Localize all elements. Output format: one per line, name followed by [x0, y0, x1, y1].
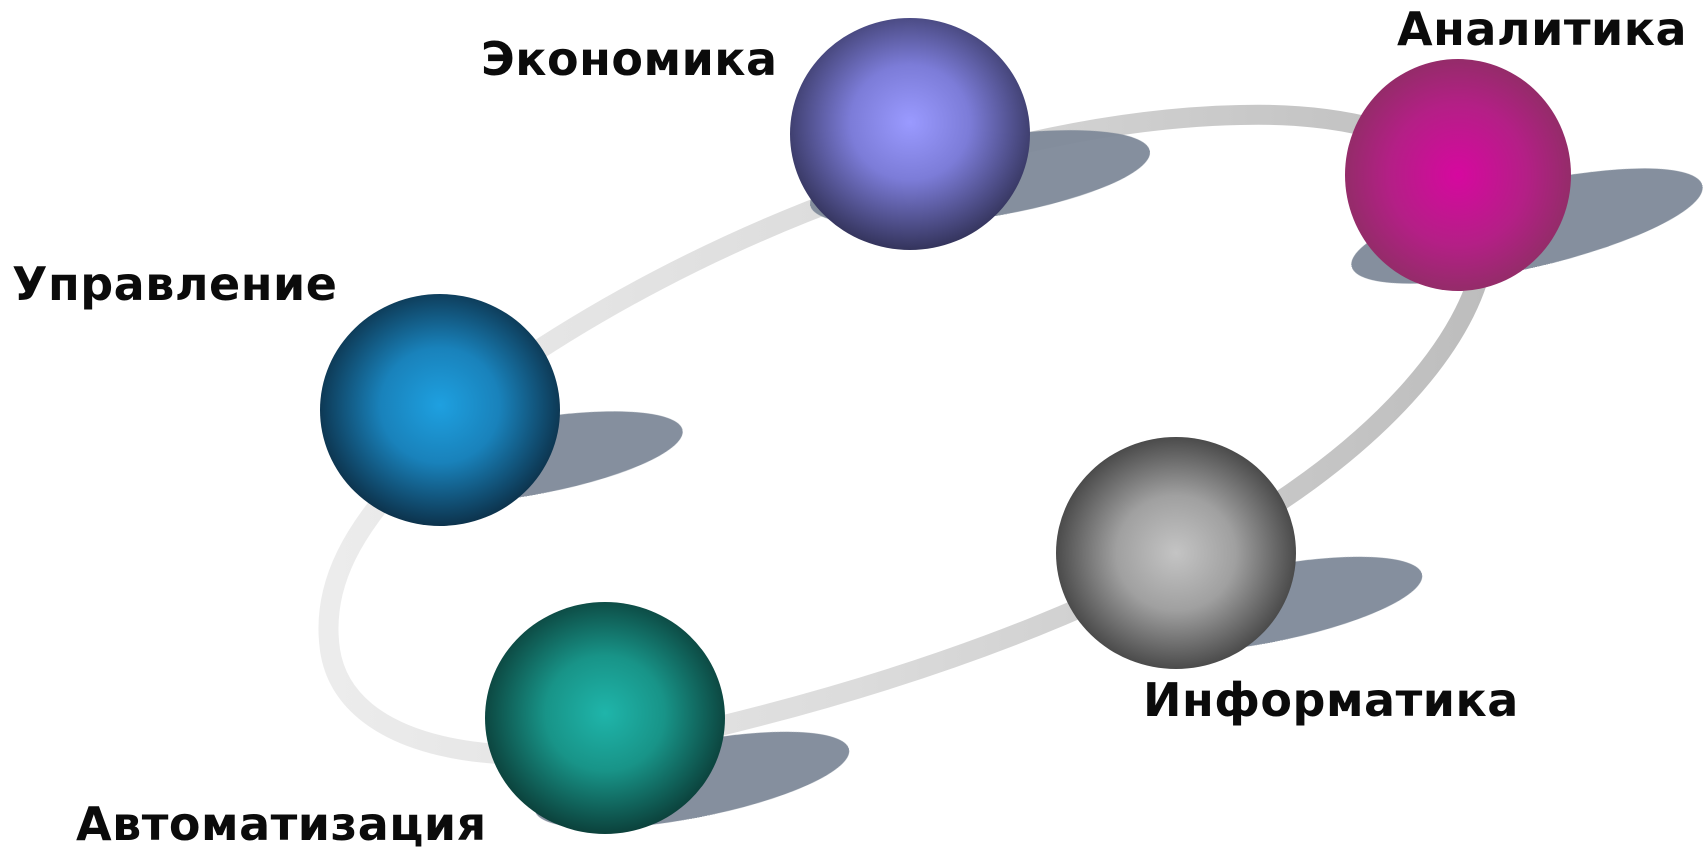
- sphere-analytics: [1345, 59, 1571, 291]
- sphere-management: [320, 294, 560, 526]
- label-analytics: Аналитика: [1397, 2, 1688, 56]
- label-automation: Автоматизация: [76, 797, 487, 851]
- sphere-economics: [790, 18, 1030, 250]
- label-informatics: Информатика: [1143, 673, 1519, 727]
- label-economics: Экономика: [481, 32, 778, 86]
- sphere-automation: [485, 602, 725, 834]
- sphere-informatics: [1056, 437, 1296, 669]
- label-management: Управление: [12, 257, 338, 311]
